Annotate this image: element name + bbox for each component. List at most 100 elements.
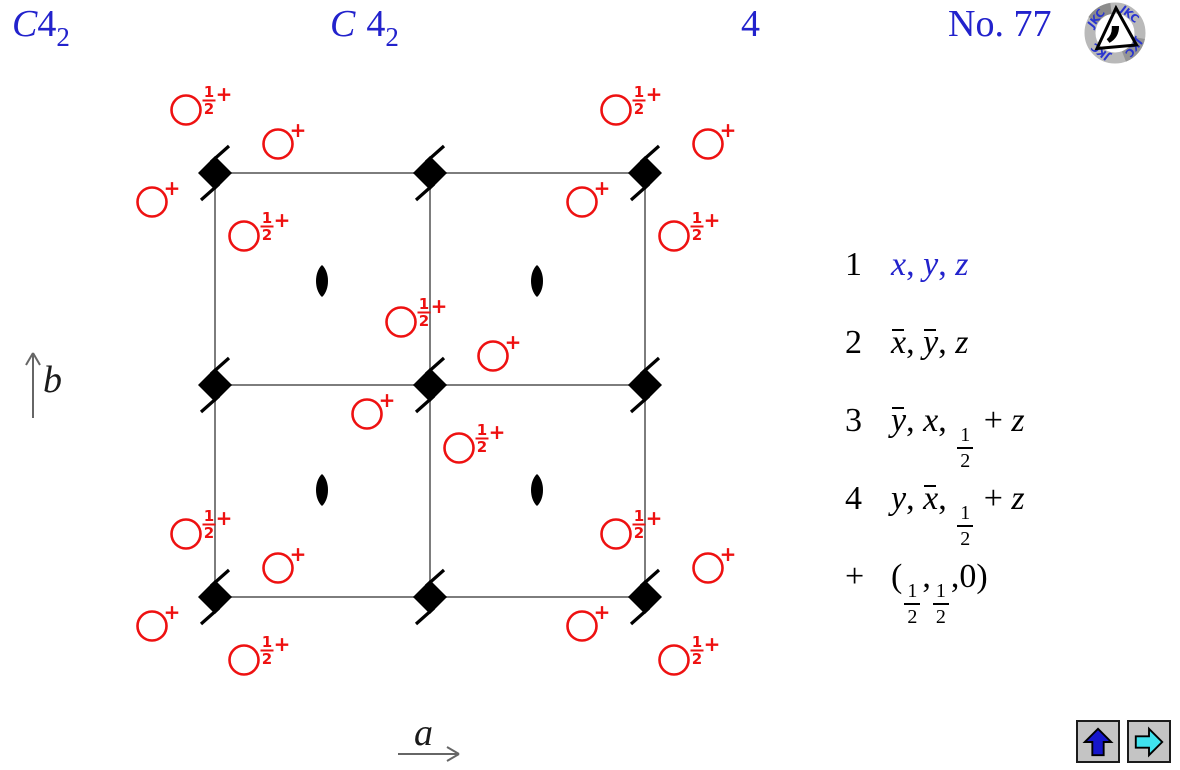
atom-height-label: 2 — [204, 100, 214, 118]
nav-next-button[interactable] — [1127, 720, 1171, 763]
general-position-atom: + — [477, 330, 521, 372]
atom-circle — [228, 220, 260, 252]
atom-height-label: + — [274, 632, 291, 656]
atom-circle — [170, 94, 202, 126]
fourfold-diamond — [413, 580, 447, 614]
operator-token: , — [906, 480, 924, 517]
fourfold-diamond — [628, 156, 662, 190]
operator-token: , — [922, 558, 931, 595]
operator-token: , — [938, 324, 956, 361]
navigation-bar — [1076, 720, 1171, 763]
atom-height-label: 1 — [477, 421, 487, 439]
atom-height-label: + — [290, 542, 307, 566]
atom-height-label: + — [164, 600, 181, 624]
atom-height-label: 2 — [692, 226, 702, 244]
twofold-axis-symbol — [531, 474, 543, 506]
operator-number: 3 — [845, 402, 862, 439]
atom-height-label: + — [594, 176, 611, 200]
atom-circle — [170, 518, 202, 550]
atom-height-label: 1 — [262, 633, 272, 651]
atom-height-label: 2 — [204, 524, 214, 542]
atom-circle — [477, 340, 509, 372]
a-axis-label: a — [414, 712, 433, 754]
logo-triangle — [1094, 4, 1139, 51]
space-group-symbol-left: C42 — [12, 2, 70, 52]
title-subscript: 2 — [385, 22, 399, 52]
screw-tail — [639, 356, 661, 376]
atom-circle — [228, 644, 260, 676]
atom-height-label: 2 — [262, 650, 272, 668]
atom-circle — [658, 644, 690, 676]
atom-height-label: + — [720, 118, 737, 142]
general-position-atom: 12+ — [170, 506, 233, 550]
up-arrow-icon — [1082, 726, 1114, 756]
general-position-atom: 12+ — [385, 294, 448, 338]
general-position-atom: 12+ — [600, 506, 663, 550]
general-position-atom: + — [136, 176, 180, 218]
fourfold-screw-axis-symbol — [198, 356, 232, 414]
atom-height-label: + — [646, 82, 663, 106]
screw-tail — [424, 356, 446, 376]
atom-circle — [262, 552, 294, 584]
b-axis-head — [32, 352, 41, 366]
atom-height-label: 2 — [477, 438, 487, 456]
fourfold-screw-axis-symbol — [628, 144, 662, 202]
atom-height-label: + — [216, 82, 233, 106]
atom-height-label: + — [646, 506, 663, 530]
twofold-axis-symbol — [316, 265, 328, 297]
fourfold-screw-axis-symbol — [628, 356, 662, 414]
atom-height-label: 2 — [692, 650, 702, 668]
operator-token: z — [955, 246, 969, 283]
atom-height-label: + — [274, 208, 291, 232]
screw-tail — [199, 394, 221, 414]
screw-tail — [414, 606, 436, 626]
title-subscript: 2 — [56, 22, 70, 52]
screw-tail — [414, 182, 436, 202]
operator-number: 1 — [845, 246, 862, 283]
general-position-atom: 12+ — [658, 208, 720, 252]
operator-token: x — [923, 480, 939, 517]
operator-token: z — [1011, 480, 1025, 517]
atom-height-label: 2 — [419, 312, 429, 330]
operator-token: x — [891, 246, 907, 283]
atom-circle — [692, 552, 724, 584]
general-position-atom: + — [692, 542, 736, 584]
operator-coordinates: x, y, z — [891, 324, 968, 361]
atom-height-label: 1 — [419, 295, 429, 313]
screw-tail — [199, 182, 221, 202]
atom-circle — [262, 128, 294, 160]
nav-up-button[interactable] — [1076, 720, 1120, 763]
atom-height-label: 1 — [204, 507, 214, 525]
operator-token: z — [1011, 402, 1025, 439]
atom-circle — [566, 610, 598, 642]
fourfold-diamond — [628, 368, 662, 402]
atom-height-label: + — [489, 420, 506, 444]
operator-token: , — [906, 324, 924, 361]
operator-token: ,0) — [950, 558, 988, 595]
operator-token: z — [955, 324, 969, 361]
a-axis-head — [446, 753, 460, 762]
atom-circle — [692, 128, 724, 160]
space-group-number: No. 77 — [948, 3, 1052, 45]
atom-height-label: + — [216, 506, 233, 530]
atom-height-label: + — [431, 294, 448, 318]
screw-tail — [424, 568, 446, 588]
general-position-atom: 12+ — [658, 632, 720, 676]
atom-height-label: + — [290, 118, 307, 142]
general-position-atom: 12+ — [600, 82, 663, 126]
fourfold-diamond — [413, 368, 447, 402]
fourfold-diamond — [198, 580, 232, 614]
atom-height-label: + — [379, 388, 396, 412]
fourfold-diamond — [413, 156, 447, 190]
atom-circle — [136, 186, 168, 218]
operator-token: , — [938, 480, 956, 517]
operator-token: , — [938, 402, 956, 439]
operator-token: y — [923, 246, 939, 283]
